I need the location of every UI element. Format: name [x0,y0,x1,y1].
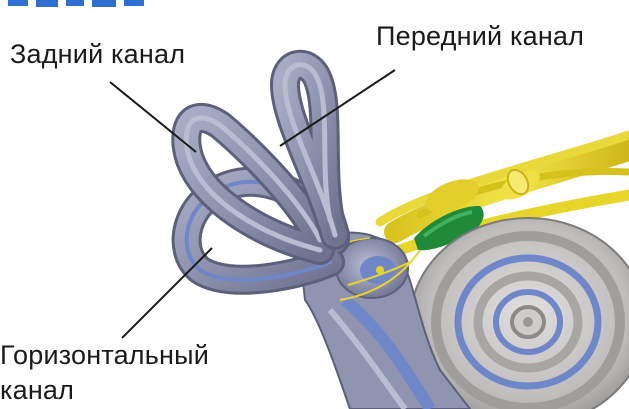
horizontal-canal-label-line1: Горизонтальный [0,339,209,371]
anterior-canal-label: Передний канал [376,20,584,52]
leader-line-horizontal [122,248,212,338]
horizontal-canal-label-line2: канал [0,374,74,406]
heading-fragment [8,0,144,7]
posterior-canal-label: Задний канал [10,38,185,70]
